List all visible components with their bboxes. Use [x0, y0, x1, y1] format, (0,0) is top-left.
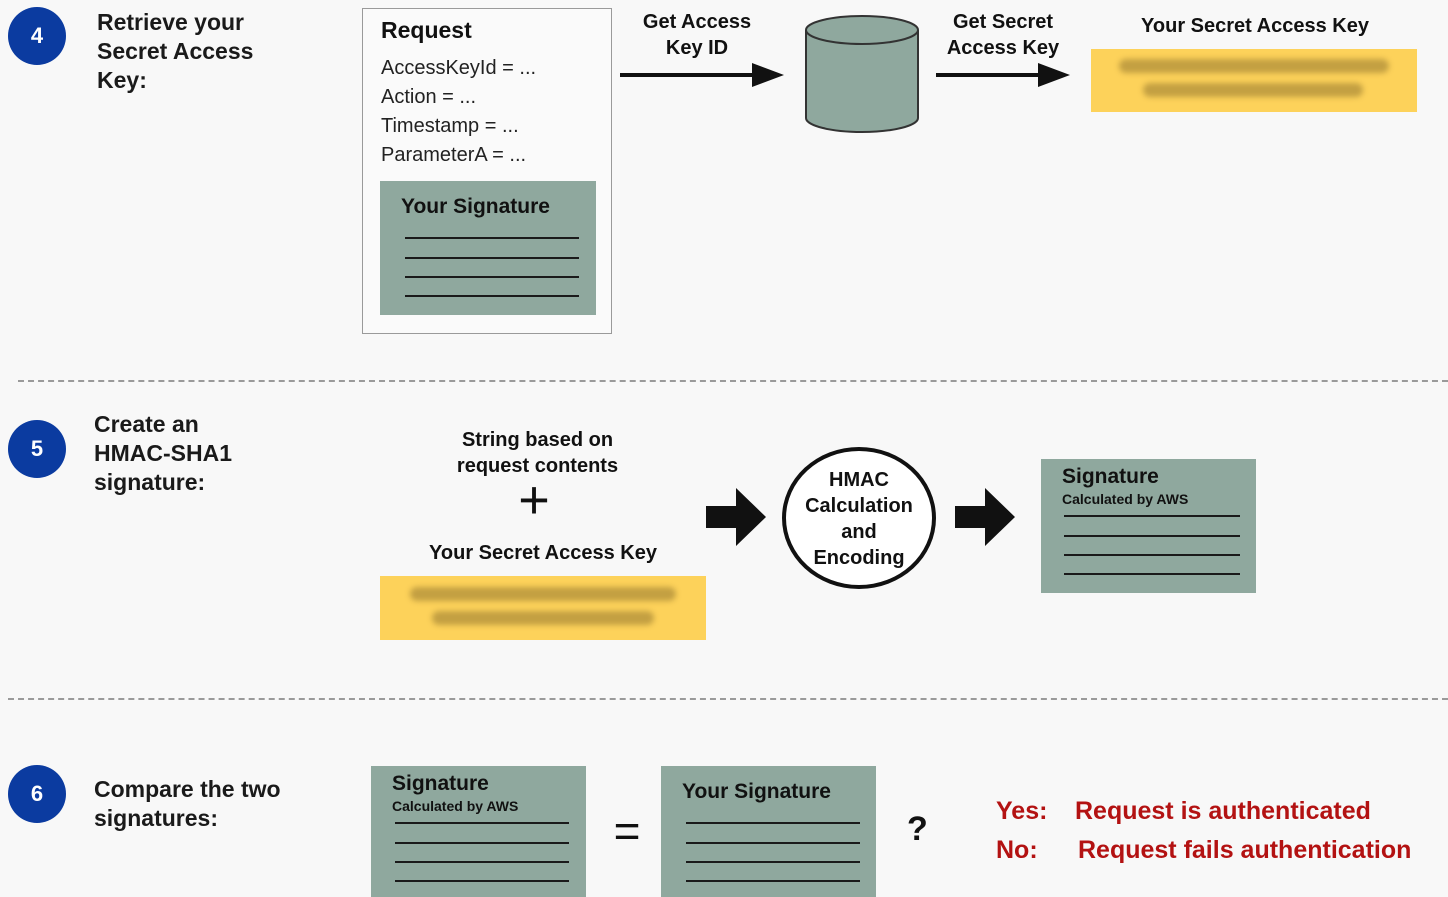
aws-signature-subtitle: Calculated by AWS — [1062, 491, 1189, 507]
signature-line — [405, 276, 579, 278]
step-5-badge: 5 — [8, 420, 66, 478]
redacted-key-text — [410, 587, 676, 601]
redacted-key-text — [1143, 83, 1363, 97]
request-document: Request AccessKeyId = ... Action = ... T… — [362, 8, 612, 334]
signature-line — [1064, 515, 1240, 517]
signature-line — [686, 822, 860, 824]
signature-line — [395, 842, 569, 844]
step-4-title: Retrieve your Secret Access Key: — [97, 9, 254, 93]
your-signature-card: Your Signature — [380, 181, 596, 315]
step-6-badge: 6 — [8, 765, 66, 823]
aws-signature-card: Signature Calculated by AWS — [371, 766, 586, 897]
no-result-text: Request fails authentication — [1078, 836, 1412, 864]
aws-signature-title: Signature — [1062, 465, 1159, 488]
secret-access-key-value — [1091, 49, 1417, 112]
your-signature-card: Your Signature — [661, 766, 876, 897]
thick-arrow-right-icon — [706, 488, 766, 546]
redacted-key-text — [1119, 59, 1389, 73]
secret-key-title: Your Secret Access Key — [1141, 15, 1369, 37]
yes-result-text: Request is authenticated — [1075, 797, 1371, 825]
request-title: Request — [381, 17, 472, 43]
request-param: ParameterA = ... — [381, 144, 527, 166]
section-divider — [18, 380, 1448, 382]
hmac-label: HMAC Calculation and Encoding — [805, 469, 913, 569]
signature-line — [395, 822, 569, 824]
step-5-number: 5 — [30, 436, 44, 461]
arrow-right-icon — [936, 63, 1070, 87]
secret-access-key-value — [380, 576, 706, 640]
step-5-title: Create an HMAC-SHA1 signature: — [94, 411, 232, 495]
your-signature-label: Your Signature — [682, 780, 831, 803]
string-to-sign-label: String based on request contents — [456, 429, 619, 477]
get-secret-access-key-label: Get Secret Access Key — [946, 11, 1060, 59]
aws-signature-title: Signature — [392, 772, 489, 795]
signature-line — [686, 861, 860, 863]
request-param: Timestamp = ... — [381, 115, 519, 137]
signature-line — [1064, 573, 1240, 575]
step-4-badge: 4 — [8, 7, 66, 65]
redacted-key-text — [432, 611, 654, 625]
section-divider — [8, 698, 1448, 700]
yes-label: Yes: — [996, 797, 1048, 825]
secret-key-label: Your Secret Access Key — [429, 542, 657, 564]
signature-line — [686, 880, 860, 882]
equals-sign: = — [613, 805, 641, 857]
plus-sign: + — [518, 470, 550, 530]
signature-line — [686, 842, 860, 844]
your-signature-label: Your Signature — [401, 195, 550, 218]
step-6-title: Compare the two signatures: — [94, 776, 281, 831]
signature-line — [395, 861, 569, 863]
signature-line — [405, 237, 579, 239]
aws-signature-card: Signature Calculated by AWS — [1041, 459, 1256, 593]
request-param: AccessKeyId = ... — [381, 57, 537, 79]
step-6-number: 6 — [30, 781, 44, 806]
step-4-number: 4 — [30, 23, 44, 48]
question-mark: ? — [907, 810, 928, 848]
aws-signature-subtitle: Calculated by AWS — [392, 798, 519, 814]
get-access-key-id-label: Get Access Key ID — [642, 11, 752, 59]
arrow-right-icon — [620, 63, 784, 87]
thick-arrow-right-icon — [955, 488, 1015, 546]
signature-line — [1064, 554, 1240, 556]
request-param: Action = ... — [381, 86, 477, 108]
hmac-calculation-circle: HMAC Calculation and Encoding — [782, 447, 936, 589]
no-label: No: — [996, 836, 1038, 864]
signature-line — [395, 880, 569, 882]
signature-line — [405, 257, 579, 259]
signature-line — [405, 295, 579, 297]
database-icon — [805, 15, 919, 133]
signature-line — [1064, 535, 1240, 537]
